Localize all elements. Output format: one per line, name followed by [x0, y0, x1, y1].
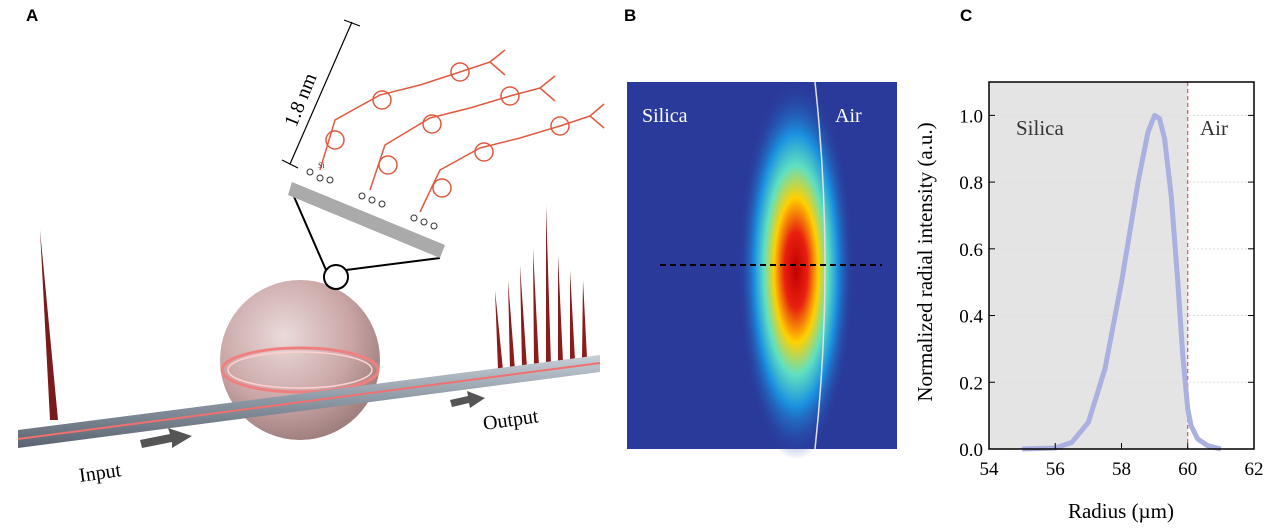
input-pulse [40, 230, 58, 420]
y-tick-label: 1.0 [959, 106, 983, 127]
x-tick-label: 60 [1178, 459, 1197, 480]
siloxane-anchors [306, 168, 438, 230]
input-arrow [140, 428, 192, 448]
y-tick-label: 0.0 [959, 440, 983, 461]
zoom-circle [323, 264, 349, 290]
panel-c-label: C [960, 6, 973, 25]
silica-surface [288, 182, 445, 258]
output-arrow [450, 391, 485, 408]
x-axis-label: Radius (µm) [1068, 499, 1174, 523]
y-tick-label: 0.8 [959, 173, 983, 194]
c-silica-label: Silica [1016, 116, 1065, 140]
dye-molecules [319, 49, 605, 213]
panel-a-label: A [26, 6, 39, 25]
whispering-gallery-mode-ring [220, 346, 380, 394]
silica-region [989, 82, 1188, 449]
x-tick-label: 54 [980, 459, 1000, 480]
panel-b-label: B [624, 6, 637, 25]
length-arrow [281, 19, 361, 169]
y-tick-label: 0.2 [959, 373, 983, 394]
si-label: Si [318, 161, 325, 170]
microsphere-illustration: Input Output Si 1.8 nm [17, 19, 605, 487]
intensity-curve [1022, 112, 1222, 452]
x-tick-label: 62 [1245, 459, 1264, 480]
c-air-label: Air [1200, 116, 1228, 140]
x-tick-label: 58 [1112, 459, 1131, 480]
y-tick-label: 0.4 [959, 307, 983, 328]
y-axis-label: Normalized radial intensity (a.u.) [913, 122, 937, 401]
y-tick-label: 0.6 [959, 240, 983, 261]
x-tick-label: 56 [1046, 459, 1065, 480]
